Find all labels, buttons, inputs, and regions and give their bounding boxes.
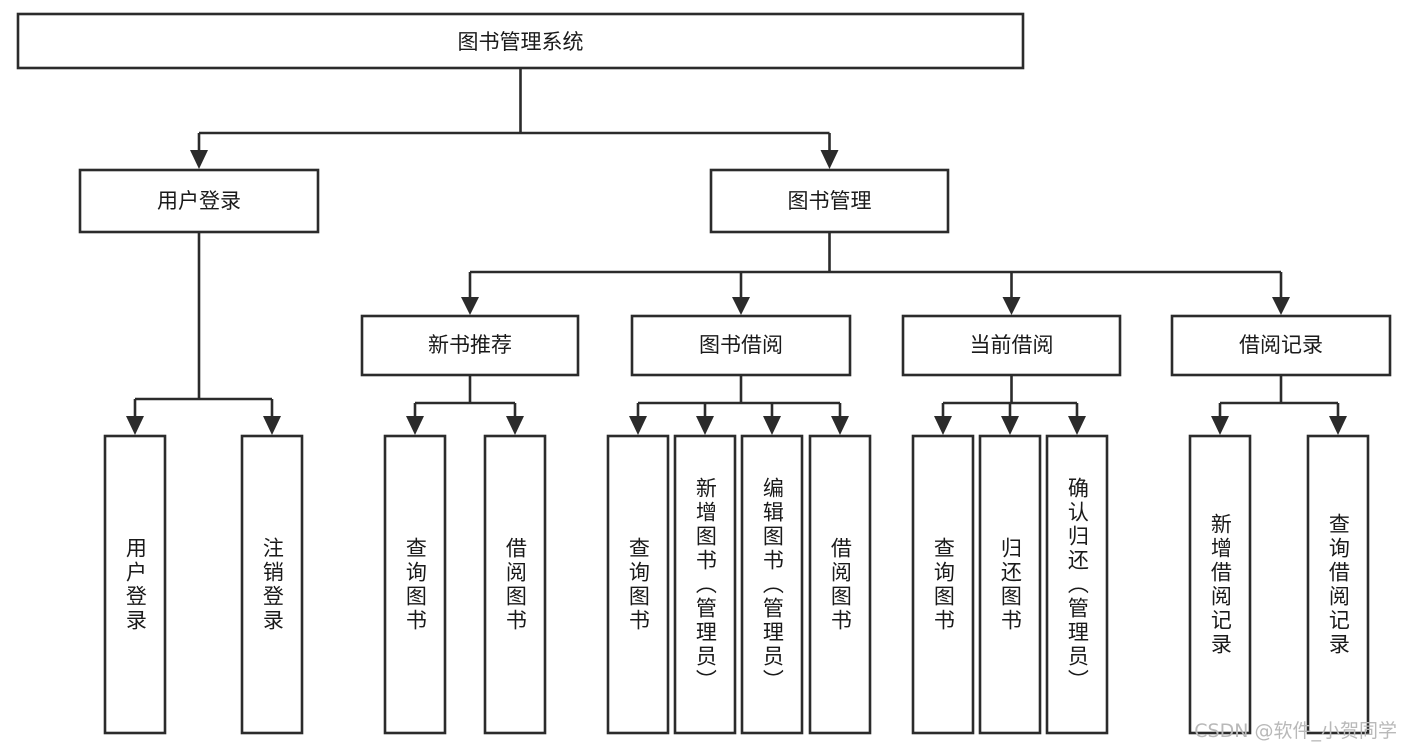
- node-user-login-label: 用户登录: [157, 189, 241, 213]
- arrow-head-icon: [934, 416, 952, 435]
- node-borrow-records[interactable]: 借阅记录: [1170, 314, 1392, 377]
- leaf-box-layer: [103, 434, 1370, 735]
- node-book-management[interactable]: 图书管理: [709, 168, 950, 234]
- leaf-box-add-borrow-record[interactable]: [1188, 434, 1252, 735]
- arrow-head-icon: [406, 416, 424, 435]
- node-book-borrow[interactable]: 图书借阅: [630, 314, 852, 377]
- leaf-box-query-borrow-record[interactable]: [1306, 434, 1370, 735]
- arrow-head-icon: [732, 297, 750, 315]
- node-current-borrow-box[interactable]: [901, 314, 1122, 377]
- arrow-head-icon: [1002, 297, 1021, 315]
- arrow-head-icon: [1068, 416, 1086, 435]
- arrow-head-icon: [190, 150, 208, 169]
- connector-layer: [126, 68, 1347, 435]
- arrow-head-icon: [461, 297, 479, 315]
- node-book-borrow-label: 图书借阅: [699, 333, 783, 357]
- arrow-head-icon: [831, 416, 849, 435]
- node-root[interactable]: 图书管理系统: [16, 12, 1025, 70]
- node-borrow-records-box[interactable]: [1170, 314, 1392, 377]
- arrow-head-icon: [1001, 416, 1019, 435]
- node-new-book-recommend[interactable]: 新书推荐: [360, 314, 580, 377]
- leaf-box-query-book-new[interactable]: [383, 434, 447, 735]
- node-new-book-recommend-box[interactable]: [360, 314, 580, 377]
- leaf-box-borrow-book[interactable]: [808, 434, 872, 735]
- watermark-text: CSDN @软件_小贺同学: [1194, 720, 1397, 742]
- arrow-head-icon: [1329, 416, 1347, 435]
- leaf-box-query-book-borrow[interactable]: [606, 434, 670, 735]
- leaf-box-add-book-admin[interactable]: [673, 434, 737, 735]
- arrow-head-icon: [1211, 416, 1229, 435]
- leaf-box-user-login[interactable]: [103, 434, 167, 735]
- leaf-box-confirm-return-admin[interactable]: [1045, 434, 1109, 735]
- node-root-label: 图书管理系统: [458, 30, 584, 54]
- node-current-borrow-label: 当前借阅: [970, 333, 1054, 357]
- leaf-box-borrow-book-new[interactable]: [483, 434, 547, 735]
- arrow-head-icon: [763, 416, 781, 435]
- arrow-head-icon: [696, 416, 714, 435]
- node-book-management-label: 图书管理: [788, 189, 872, 213]
- node-new-book-recommend-label: 新书推荐: [428, 333, 512, 357]
- node-root-box[interactable]: [16, 12, 1025, 70]
- leaf-box-return-book[interactable]: [978, 434, 1042, 735]
- node-book-management-box[interactable]: [709, 168, 950, 234]
- leaf-box-query-book-current[interactable]: [911, 434, 975, 735]
- leaf-box-edit-book-admin[interactable]: [740, 434, 804, 735]
- arrow-head-icon: [629, 416, 647, 435]
- leaf-box-logout[interactable]: [240, 434, 304, 735]
- arrow-head-icon: [126, 416, 144, 435]
- arrow-head-icon: [506, 416, 524, 435]
- arrow-head-icon: [820, 150, 839, 169]
- node-book-borrow-box[interactable]: [630, 314, 852, 377]
- node-user-login-box[interactable]: [78, 168, 320, 234]
- arrow-head-icon: [263, 416, 281, 435]
- node-user-login[interactable]: 用户登录: [78, 168, 320, 234]
- arrow-head-icon: [1272, 297, 1290, 315]
- node-current-borrow[interactable]: 当前借阅: [901, 314, 1122, 377]
- node-borrow-records-label: 借阅记录: [1239, 333, 1323, 357]
